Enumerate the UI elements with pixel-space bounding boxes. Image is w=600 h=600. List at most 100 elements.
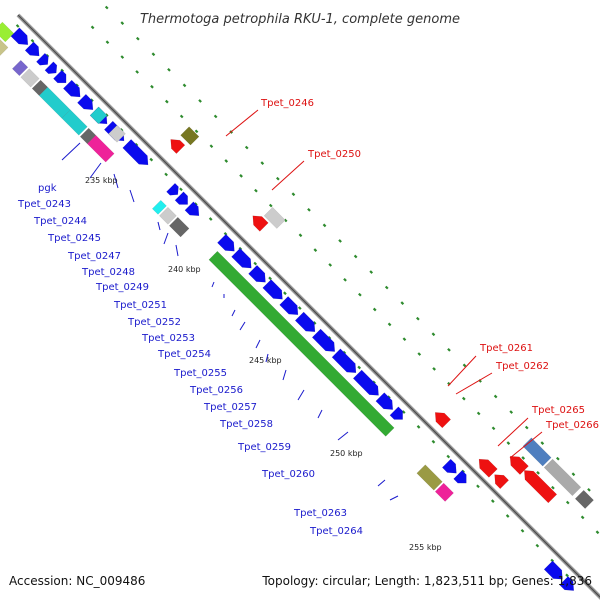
outer-tick-near	[506, 441, 511, 445]
reverse-gene-arrow	[524, 470, 558, 504]
forward-gene-arrow	[122, 139, 149, 166]
forward-gene-label: Tpet_0254	[157, 349, 211, 360]
forward-gene-label: Tpet_0264	[309, 526, 363, 537]
forward-gene-arrow	[352, 369, 379, 396]
outer-tick-far	[322, 223, 327, 228]
reverse-gene-arrow	[434, 412, 452, 429]
inner-tick	[357, 365, 362, 370]
forward-gene-arrow	[294, 311, 316, 333]
inner-tick	[505, 514, 510, 518]
forward-label-leader	[89, 162, 102, 179]
accession-text: Accession: NC_009486	[9, 574, 146, 588]
gene-block	[168, 216, 190, 238]
backbone-track	[16, 13, 600, 600]
forward-gene-arrow	[453, 470, 467, 484]
outer-tick-near	[239, 174, 243, 178]
outer-tick-near	[432, 367, 436, 371]
kbp-marker: 245 kbp	[249, 356, 282, 365]
gene-block	[61, 109, 88, 136]
kbp-marker: 255 kbp	[409, 543, 442, 552]
forward-gene-arrow	[10, 27, 29, 45]
reverse-gene-label: Tpet_0250	[307, 149, 361, 160]
reverse-gene-label: Tpet_0265	[531, 405, 585, 416]
forward-gene-arrow	[248, 264, 266, 283]
forward-gene-label: Tpet_0243	[17, 199, 71, 210]
outer-tick-near	[328, 263, 333, 267]
forward-label-leader	[231, 309, 236, 317]
gene-block	[159, 206, 177, 225]
gene-block	[263, 206, 286, 229]
outer-tick-near	[105, 40, 110, 45]
forward-label-leader	[239, 321, 246, 331]
reverse-gene-label: Tpet_0266	[545, 420, 599, 431]
outer-tick-near	[372, 307, 377, 312]
outer-tick-far	[104, 5, 109, 10]
inner-tick	[283, 291, 287, 296]
outer-tick-far	[167, 67, 171, 72]
kbp-marker: 240 kbp	[168, 265, 201, 274]
inner-tick	[535, 543, 540, 548]
forward-gene-arrow	[217, 233, 235, 252]
outer-tick-near	[90, 25, 95, 30]
forward-gene-label: Tpet_0251	[113, 300, 167, 311]
inner-tick	[416, 425, 421, 429]
outer-tick-near	[402, 337, 407, 342]
forward-gene-label: Tpet_0244	[33, 216, 87, 227]
gene-block	[543, 458, 582, 497]
inner-tick	[401, 410, 406, 414]
outer-tick-near	[224, 159, 229, 163]
forward-label-leader	[163, 232, 169, 245]
forward-label-leader	[297, 389, 305, 401]
outer-tick-far	[493, 394, 498, 399]
outer-tick-far	[291, 192, 296, 197]
forward-label-leader	[389, 495, 399, 501]
forward-gene-arrow	[389, 406, 403, 420]
outer-tick-far	[369, 270, 374, 274]
outer-tick-near	[194, 129, 199, 134]
inner-tick	[446, 454, 451, 459]
forward-gene-label: Tpet_0263	[293, 508, 347, 519]
gene-track	[0, 21, 594, 591]
forward-label-leader	[317, 409, 323, 419]
outer-tick-far	[431, 332, 436, 337]
forward-gene-arrow	[375, 392, 394, 410]
outer-tick-far	[244, 145, 249, 150]
outer-tick-near	[476, 411, 481, 416]
outer-tick-far	[447, 347, 451, 352]
forward-gene-label: Tpet_0249	[95, 282, 149, 293]
outer-tick-far	[151, 52, 156, 57]
outer-tick-far	[338, 239, 342, 243]
outer-tick-near	[254, 188, 258, 193]
gene-block	[11, 59, 29, 77]
inner-tick	[179, 187, 183, 192]
forward-gene-arrow	[77, 93, 94, 111]
outer-tick-near	[209, 144, 214, 149]
inner-tick	[75, 83, 79, 88]
inner-tick	[208, 217, 213, 221]
outer-tick-near	[120, 55, 125, 59]
forward-gene-label: Tpet_0257	[203, 402, 257, 413]
outer-tick-near	[135, 70, 139, 74]
reverse-gene-arrow	[509, 455, 529, 475]
outer-tick-near	[521, 456, 526, 460]
outer-tick-near	[491, 426, 496, 431]
outer-tick-near	[461, 396, 466, 401]
outer-tick-far	[416, 316, 420, 321]
forward-gene-arrow	[543, 560, 563, 580]
reverse-label-leader	[225, 109, 259, 137]
gene-block	[20, 68, 40, 88]
forward-label-leader	[265, 353, 269, 363]
outer-tick-far	[353, 254, 358, 259]
inner-tick	[60, 68, 65, 73]
reverse-gene-label: Tpet_0262	[495, 361, 549, 372]
reverse-gene-label: Tpet_0246	[260, 98, 314, 109]
inner-tick	[30, 38, 35, 43]
inner-tick	[327, 335, 332, 340]
reverse-label-leader	[271, 160, 305, 191]
backbone-core-line	[17, 14, 600, 598]
outer-tick-far	[540, 441, 545, 445]
forward-label-leader	[211, 281, 215, 288]
outer-tick-near	[536, 471, 540, 475]
